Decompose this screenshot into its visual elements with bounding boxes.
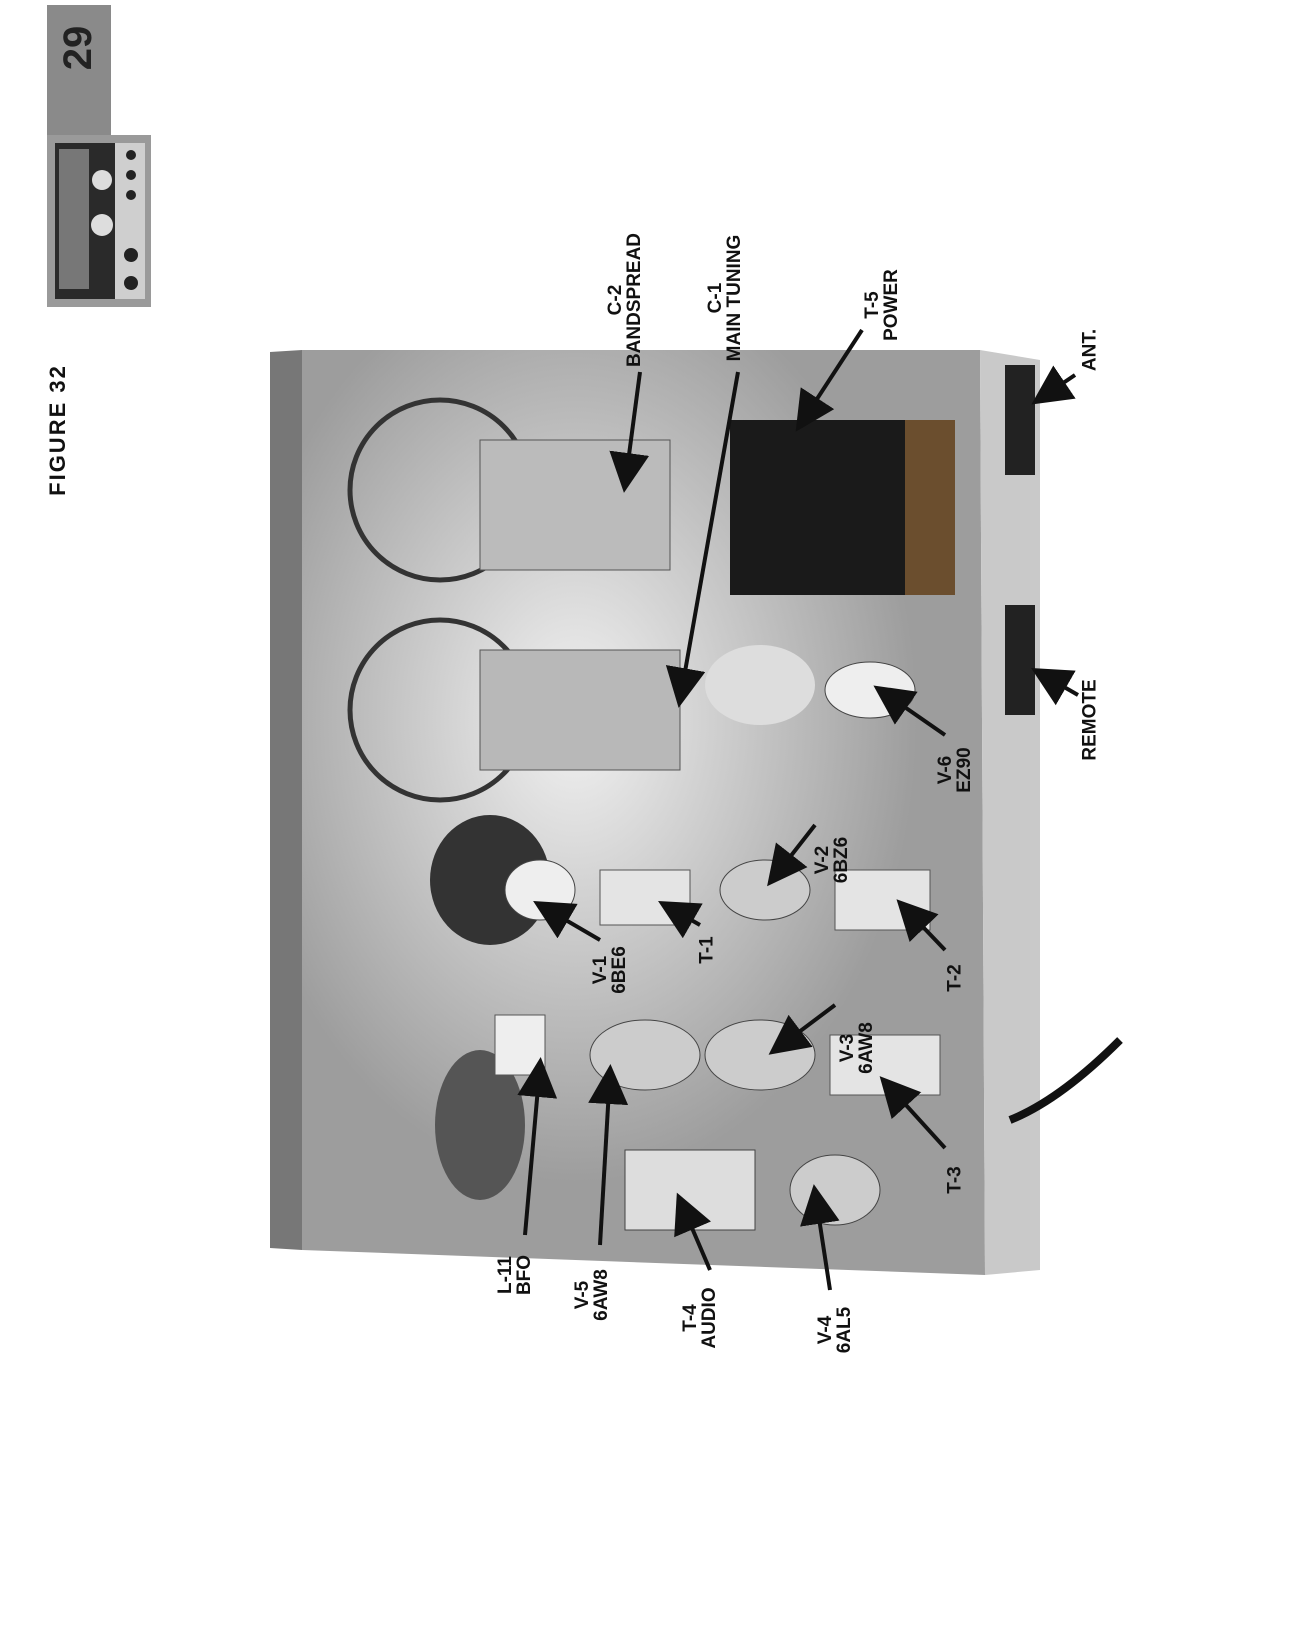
tube-v6: [824, 661, 916, 719]
label-t1: T-1: [696, 936, 718, 964]
label-t3: T-3: [944, 1166, 966, 1194]
dial-drum-main: [347, 617, 681, 803]
tube-v4: [789, 1154, 881, 1226]
label-ant: ANT.: [1079, 328, 1101, 372]
label-t2: T-2: [944, 964, 966, 992]
tube-v5: [589, 1019, 701, 1091]
receiver-thumbnail: [47, 135, 151, 307]
front-panel: [270, 350, 302, 1250]
page-tab: [47, 5, 111, 135]
transformer-t4: [624, 1149, 756, 1231]
remote-socket: [1005, 605, 1035, 715]
transformer-t1: [599, 869, 691, 926]
callout-arrows: [517, 328, 1079, 1291]
label-remote: REMOTE: [1079, 679, 1101, 761]
tube-v2: [719, 859, 811, 921]
tube-v1: [504, 859, 576, 921]
ant-terminal: [1005, 365, 1035, 475]
dial-drum-bandspread: [347, 397, 671, 583]
coil-l11: [494, 1014, 546, 1076]
power-cord: [1008, 1037, 1123, 1124]
